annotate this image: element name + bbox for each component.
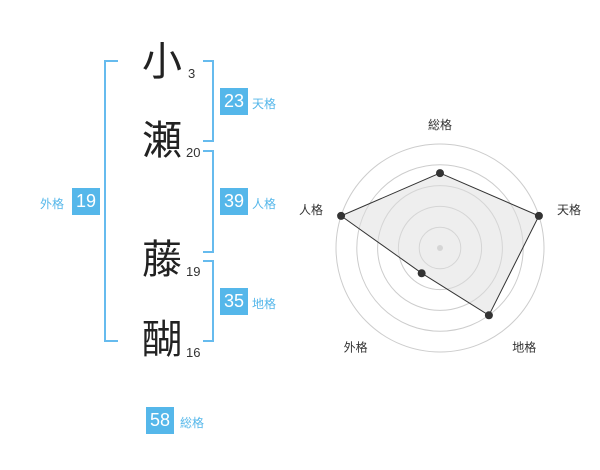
name-char-4: 醐 bbox=[142, 317, 182, 363]
stroke-count-1: 3 bbox=[188, 66, 196, 81]
radar-ring bbox=[335, 143, 545, 353]
name-char-2: 瀬 bbox=[142, 118, 182, 164]
radar-axis-label: 総格 bbox=[428, 117, 452, 132]
soukaku-value: 58 bbox=[146, 407, 174, 434]
tenkaku-label: 天格 bbox=[252, 97, 277, 111]
stroke-count-4: 16 bbox=[186, 345, 201, 360]
radar-point bbox=[417, 269, 426, 278]
radar-point bbox=[534, 211, 543, 220]
chikaku-bracket bbox=[203, 260, 214, 342]
name-char-3: 藤 bbox=[142, 237, 182, 283]
radar-polygon bbox=[340, 172, 540, 317]
jinkaku-value: 39 bbox=[220, 188, 248, 215]
radar-axis-label: 外格 bbox=[344, 340, 368, 355]
name-char-1: 小 bbox=[142, 39, 182, 85]
stroke-count-2: 20 bbox=[186, 145, 201, 160]
radar-point bbox=[484, 311, 493, 320]
radar-point bbox=[436, 169, 444, 178]
stroke-count-3: 19 bbox=[186, 264, 201, 279]
gaikaku-value: 19 bbox=[72, 188, 100, 215]
radar-axis-label: 人格 bbox=[299, 202, 323, 217]
chikaku-value: 35 bbox=[220, 288, 248, 315]
radar-axis-label: 天格 bbox=[557, 202, 581, 217]
jinkaku-bracket bbox=[203, 150, 214, 253]
radar-point bbox=[337, 211, 346, 220]
gaikaku-label: 外格 bbox=[40, 197, 65, 211]
chikaku-label: 地格 bbox=[252, 297, 277, 311]
gaikaku-bracket bbox=[104, 60, 118, 342]
tenkaku-bracket bbox=[203, 60, 214, 142]
radar-axis-label: 地格 bbox=[512, 340, 536, 355]
tenkaku-value: 23 bbox=[220, 88, 248, 115]
soukaku-label: 総格 bbox=[180, 416, 205, 430]
jinkaku-label: 人格 bbox=[252, 197, 277, 211]
